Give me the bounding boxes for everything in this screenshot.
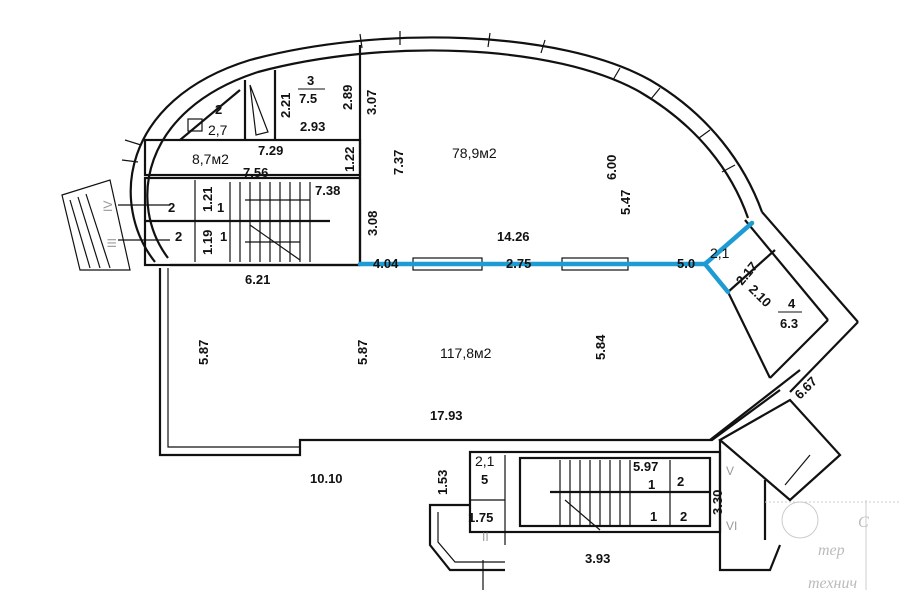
dim-7-56: 7.56 xyxy=(243,165,268,180)
dim-5-87-mid: 5.87 xyxy=(355,340,370,365)
area-vestibule: 2,1 xyxy=(475,453,495,469)
stair-mark: 2 xyxy=(175,229,182,244)
area-lower-room: 117,8м2 xyxy=(440,345,492,361)
room-3-area: 7.5 xyxy=(299,91,317,106)
entrance-label: IV xyxy=(101,201,115,212)
area-wc: 2,7 xyxy=(208,122,228,138)
dim-1-75: 1.75 xyxy=(468,510,493,525)
room-4-area: 6.3 xyxy=(780,316,798,331)
main-room-walls xyxy=(158,268,781,457)
entrance-label: VI xyxy=(726,519,737,533)
lower-stair-block xyxy=(428,450,782,590)
stamp: С тер технич xyxy=(765,500,900,592)
dim-4-04: 4.04 xyxy=(373,256,399,271)
room-3-number: 3 xyxy=(307,73,314,88)
stair-mark: 1 xyxy=(648,477,655,492)
dim-1-21: 1.21 xyxy=(200,187,215,212)
stair-mark: 2 xyxy=(677,474,684,489)
dim-14-26: 14.26 xyxy=(497,229,530,244)
svg-text:тер: тер xyxy=(818,542,845,559)
area-upper-room: 78,9м2 xyxy=(452,145,497,161)
stair-mark: 1 xyxy=(650,509,657,524)
dim-6-21: 6.21 xyxy=(245,272,270,287)
dim-3-08: 3.08 xyxy=(365,211,380,236)
outer-curved-wall xyxy=(129,36,764,263)
entrance-label: V xyxy=(726,464,734,478)
dim-2-21: 2.21 xyxy=(278,93,293,118)
dim-2-93: 2.93 xyxy=(300,119,325,134)
highlight-boundary xyxy=(357,220,755,295)
dim-10-10: 10.10 xyxy=(310,471,343,486)
entrance-label: III xyxy=(105,238,119,248)
right-corridor xyxy=(709,211,859,540)
svg-text:С: С xyxy=(858,514,869,531)
room-5-number: 5 xyxy=(481,472,488,487)
dim-5-47: 5.47 xyxy=(618,190,633,215)
room-2-number: 2 xyxy=(215,102,222,117)
dim-3-07: 3.07 xyxy=(364,90,379,115)
dim-5-84: 5.84 xyxy=(593,334,608,360)
dim-1-22: 1.22 xyxy=(342,147,357,172)
dim-7-37: 7.37 xyxy=(391,150,406,175)
dim-2-89: 2.89 xyxy=(340,85,355,110)
svg-text:технич: технич xyxy=(808,575,857,592)
dim-6-67: 6.67 xyxy=(792,374,821,403)
area-corner-room: 2,1 xyxy=(710,245,730,261)
dim-3-93: 3.93 xyxy=(585,551,610,566)
stair-mark: 1 xyxy=(217,200,224,215)
entrance-label: II xyxy=(482,530,489,544)
dim-7-38: 7.38 xyxy=(315,183,340,198)
stair-mark: 1 xyxy=(220,229,227,244)
dim-1-53: 1.53 xyxy=(435,470,450,495)
outer-curved-wall-inner xyxy=(146,49,750,259)
dim-1-19: 1.19 xyxy=(200,230,215,255)
dim-5-87-left: 5.87 xyxy=(196,340,211,365)
dim-2-75: 2.75 xyxy=(506,256,531,271)
dim-2-10: 2.10 xyxy=(746,282,775,311)
entrance-arrow xyxy=(784,454,811,486)
service-rooms xyxy=(118,45,362,267)
dim-5-97: 5.97 xyxy=(633,459,658,474)
room-4-number: 4 xyxy=(788,296,796,311)
window-marks xyxy=(121,31,736,173)
stair-mark: 2 xyxy=(680,509,687,524)
dim-3-30: 3.30 xyxy=(710,490,725,515)
dim-6-00: 6.00 xyxy=(604,155,619,180)
stair-mark: 2 xyxy=(168,200,175,215)
area-corridor: 8,7м2 xyxy=(192,151,229,167)
dim-5-0: 5.0 xyxy=(677,256,695,271)
dim-7-29: 7.29 xyxy=(258,143,283,158)
left-entrance-steps xyxy=(61,179,131,271)
dim-17-93: 17.93 xyxy=(430,408,463,423)
main-room-walls-inner xyxy=(167,268,300,448)
